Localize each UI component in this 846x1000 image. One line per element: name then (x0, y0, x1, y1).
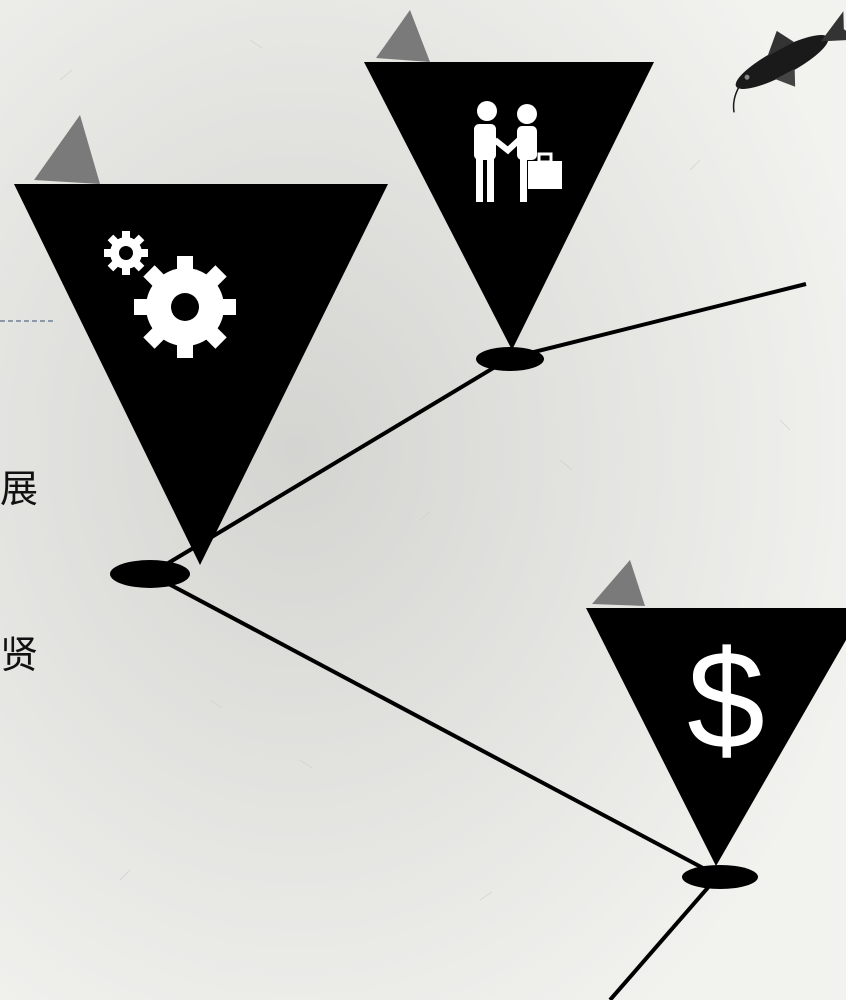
koi-fish-icon (732, 11, 846, 113)
marker-gears (14, 115, 388, 588)
marker-flag (592, 560, 645, 606)
marker-triangle (586, 608, 846, 866)
marker-triangle (14, 184, 388, 565)
body-text-fragment-1: 展 (0, 467, 39, 511)
marker-base (682, 865, 758, 889)
path-line-2 (509, 282, 807, 360)
body-text-fragment-2: 贤 (0, 633, 39, 677)
marker-base (110, 560, 190, 588)
marker-dollar: $ (586, 560, 846, 889)
marker-flag (34, 115, 100, 184)
marker-flag (376, 10, 430, 62)
paper-texture (59, 39, 791, 901)
marker-triangle (364, 62, 654, 350)
handshake-icon (474, 101, 562, 202)
dollar-icon: $ (687, 621, 765, 778)
marker-handshake (364, 10, 654, 371)
gears-icon (104, 231, 236, 358)
path-line-4 (608, 874, 720, 1000)
marker-base (476, 347, 544, 371)
path-line-3 (149, 572, 719, 878)
